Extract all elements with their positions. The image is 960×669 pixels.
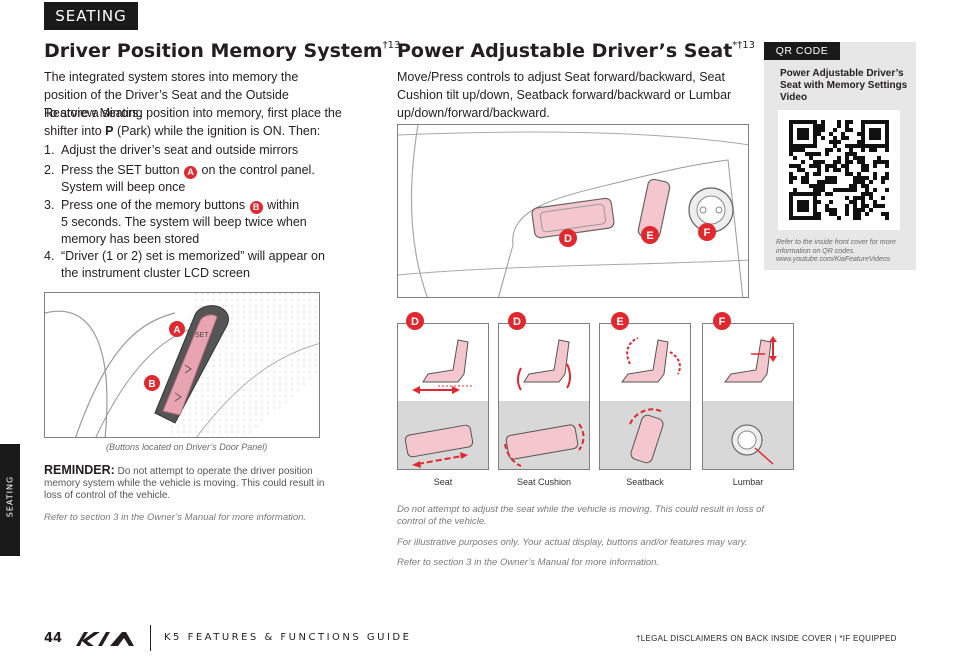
reminder-label: REMINDER:: [44, 463, 115, 477]
guide-title: K5 FEATURES & FUNCTIONS GUIDE: [164, 632, 412, 643]
diagram-label-seat: Seat: [433, 477, 453, 487]
diagram-badge-d1: D: [406, 312, 424, 330]
badge-b: B: [249, 201, 263, 214]
memory-system-title-sup: †13: [382, 39, 401, 51]
reminder-text: Do not attempt to operate the driver pos…: [44, 466, 325, 501]
page-number: 44: [44, 631, 63, 646]
power-seat-title-text: Power Adjustable Driver’s Seat: [397, 40, 733, 62]
diagram-seatback: [599, 323, 691, 470]
refer-left: Refer to section 3 in the Owner’s Manual…: [44, 512, 307, 523]
step-text-a: Press the SET button: [61, 163, 184, 177]
diagram-seatback-svg: [600, 337, 690, 469]
legal-disclaimer: †LEGAL DISCLAIMERS ON BACK INSIDE COVER …: [636, 634, 897, 643]
diagram-cushion-svg: [499, 339, 589, 469]
step-text: Adjust the driver’s seat and outside mir…: [61, 143, 299, 157]
badge-f-marker: [698, 223, 716, 241]
footer-divider: [150, 625, 151, 651]
diagram-seat: [397, 323, 489, 470]
memory-store-intro: To store a seating position into memory,…: [44, 104, 344, 140]
illustrative-note: For illustrative purposes only. Your act…: [397, 537, 748, 548]
diagram-label-lumbar: Lumbar: [732, 477, 764, 487]
step-text: Press one of the memory buttons B within…: [61, 197, 307, 248]
badge-e-letter: E: [646, 230, 653, 242]
badge-d-letter: D: [564, 233, 572, 245]
power-seat-title-sup: *†13: [732, 39, 756, 51]
step-text-line2: 5 seconds. The system will beep twice wh…: [61, 215, 307, 229]
section-tab: SEATING: [44, 2, 138, 30]
step-text-b: on the control panel.: [198, 163, 315, 177]
diagram-badge-e: E: [611, 312, 629, 330]
qr-title: Power Adjustable Driver’s Seat with Memo…: [780, 68, 908, 103]
step-text-line2: the instrument cluster LCD screen: [61, 266, 250, 280]
badge-f-letter: F: [704, 227, 711, 239]
step-text: Press the SET button A on the control pa…: [61, 162, 315, 196]
diagram-badge-d2: D: [508, 312, 526, 330]
step-text-line1: “Driver (1 or 2) set is memorized” will …: [61, 249, 325, 263]
seat-controls-illustration: D E F: [398, 125, 748, 297]
badge-b-letter: B: [148, 379, 155, 390]
badge-d-marker: [559, 229, 577, 247]
badge-a: A: [184, 166, 198, 179]
step-text-line3: memory has been stored: [61, 232, 200, 246]
step-text-line2: System will beep once: [61, 180, 186, 194]
badge-a-marker: [169, 321, 185, 337]
power-seat-intro: Move/Press controls to adjust Seat forwa…: [397, 70, 732, 120]
step-2: 2. Press the SET button A on the control…: [44, 162, 344, 196]
qr-label: QR CODE: [764, 42, 840, 60]
set-button-text: SET: [195, 332, 209, 339]
qr-code-graphic[interactable]: [778, 110, 900, 230]
refer-right: Refer to section 3 in the Owner’s Manual…: [397, 557, 660, 568]
step-1: 1. Adjust the driver’s seat and outside …: [44, 142, 344, 159]
side-tab-label: SEATING: [5, 475, 15, 518]
step-text-a: Press one of the memory buttons: [61, 198, 249, 212]
seat-controls-figure: D E F: [397, 124, 749, 298]
badge-a-letter: A: [173, 325, 180, 336]
kia-logo-icon: [76, 632, 134, 646]
step-number: 1.: [44, 143, 55, 157]
diagram-label-seatback: Seatback: [626, 477, 664, 487]
reminder: REMINDER: Do not attempt to operate the …: [44, 464, 344, 502]
badge-b-marker: [144, 375, 160, 391]
step-number: 3.: [44, 198, 55, 212]
step-3: 3. Press one of the memory buttons B wit…: [44, 197, 344, 248]
diagram-badge-e-letter: E: [616, 316, 623, 328]
badge-e-marker: [641, 226, 659, 244]
memory-system-title-text: Driver Position Memory System: [44, 40, 383, 62]
store-intro-a: To store a seating position into memory,…: [44, 106, 342, 138]
step-text-b: within: [263, 198, 300, 212]
qr-note: Refer to the inside front cover for more…: [776, 239, 896, 263]
step-number: 4.: [44, 249, 55, 263]
diagram-seat-cushion: [498, 323, 590, 470]
step-4: 4. “Driver (1 or 2) set is memorized” wi…: [44, 248, 344, 282]
diagram-badge-d1-letter: D: [411, 316, 419, 328]
power-seat-title: Power Adjustable Driver’s Seat*†13: [397, 40, 755, 62]
diagram-label-seat-cushion: Seat Cushion: [516, 477, 572, 487]
diagram-badge-d2-letter: D: [513, 316, 521, 328]
diagram-lumbar-svg: [703, 336, 793, 469]
diagram-seat-svg: [398, 339, 488, 469]
qr-code[interactable]: [778, 110, 900, 230]
diagram-badge-f-letter: F: [719, 316, 726, 328]
door-panel-illustration: SET A B: [45, 293, 319, 437]
diagram-lumbar: [702, 323, 794, 470]
step-text: “Driver (1 or 2) set is memorized” will …: [61, 248, 325, 282]
store-intro-park: P: [105, 124, 114, 138]
door-panel-figure: SET A B: [44, 292, 320, 438]
memory-intro: The integrated system stores into memory…: [44, 70, 299, 120]
memory-system-title: Driver Position Memory System†13: [44, 40, 400, 62]
side-section-tab: SEATING: [0, 444, 20, 556]
step-number: 2.: [44, 163, 55, 177]
seat-warning-note: Do not attempt to adjust the seat while …: [397, 504, 764, 527]
figure-caption: (Buttons located on Driver’s Door Panel): [106, 442, 268, 452]
store-intro-b: (Park) while the ignition is ON. Then:: [113, 124, 321, 138]
diagram-badge-f: F: [713, 312, 731, 330]
